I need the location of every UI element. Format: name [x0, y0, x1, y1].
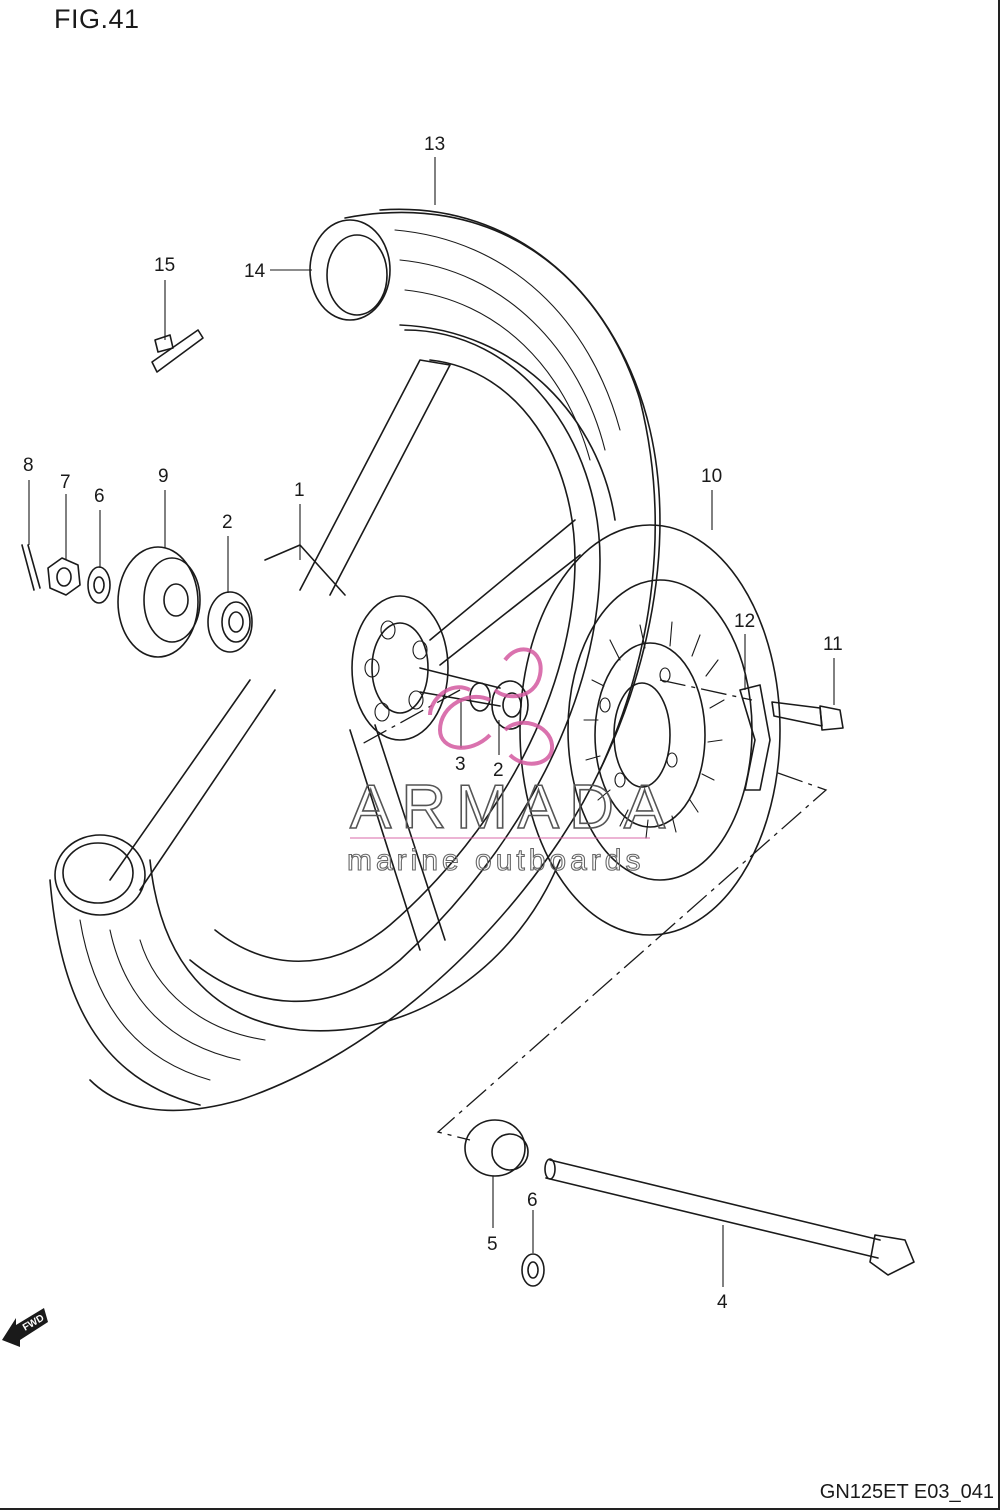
tube [54, 219, 391, 916]
callout-6-top: 6 [94, 486, 105, 507]
callout-9: 9 [158, 466, 169, 487]
callout-leaders [28, 157, 835, 1287]
armada-logo-mark [428, 647, 555, 766]
callout-13: 13 [424, 134, 445, 155]
callout-3: 3 [455, 754, 466, 775]
callout-numbers: 13 14 15 8 7 6 9 2 1 10 12 11 3 2 6 5 4 [23, 134, 843, 1313]
callout-2-right: 2 [493, 760, 504, 781]
callout-4: 4 [717, 1292, 728, 1313]
assembly-centerline [359, 679, 828, 1141]
callout-8: 8 [23, 455, 34, 476]
callout-12: 12 [734, 611, 755, 632]
callout-6-bottom: 6 [527, 1190, 538, 1211]
callout-11: 11 [823, 634, 843, 655]
watermark-tagline: marine outboards [347, 844, 644, 877]
tire [49, 208, 661, 1112]
callout-14: 14 [244, 261, 266, 282]
figure-title: FIG.41 [54, 4, 140, 34]
callout-10: 10 [701, 466, 722, 487]
callout-2-left: 2 [222, 512, 233, 533]
drawing-code: GN125ET E03_041 [819, 1481, 994, 1503]
disc-bolt-parts [739, 684, 844, 791]
callout-15: 15 [154, 255, 175, 276]
valve [151, 329, 204, 373]
callout-1: 1 [294, 480, 305, 501]
armada-watermark: ARMADA marine outboards [346, 647, 675, 878]
axle-parts [464, 1119, 915, 1287]
cast-wheel [109, 329, 601, 1003]
fwd-arrow-icon: FWD [2, 1308, 48, 1347]
watermark-brand: ARMADA [350, 773, 675, 842]
callout-5: 5 [487, 1234, 498, 1255]
left-side-parts [21, 544, 253, 658]
callout-7: 7 [60, 472, 71, 493]
